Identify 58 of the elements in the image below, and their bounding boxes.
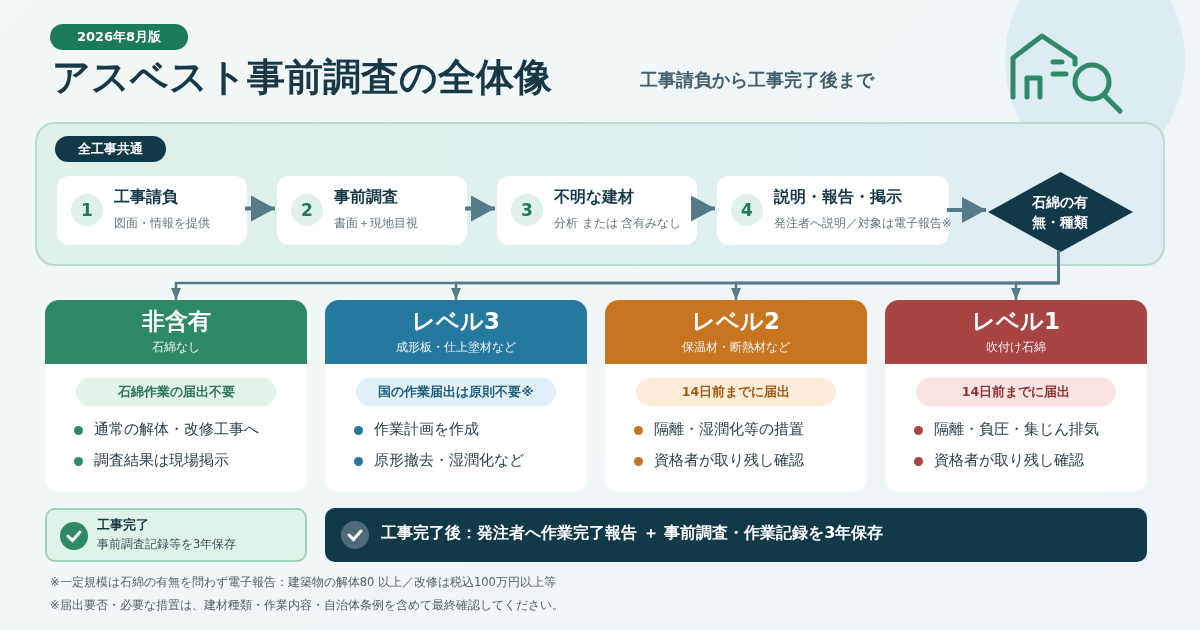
step-number: 3	[511, 194, 543, 226]
notice-pill: 石綿作業の届出不要	[76, 378, 276, 406]
arrow	[947, 197, 986, 223]
completion-box	[45, 508, 307, 562]
card-title: レベル1	[971, 307, 1061, 336]
footnote: ※一定規模は石綿の有無を問わず電子報告：建築物の解体80 以上／改修は税込100万円以上等	[50, 575, 556, 590]
step-title: 説明・報告・掲示	[774, 187, 902, 208]
notice-pill: 国の作業届出は原則不要※	[356, 378, 556, 406]
title: アスベスト事前調査の全体像	[52, 54, 552, 101]
bullet-text: 隔離・負圧・集じん排気	[934, 420, 1099, 439]
footnote: ※届出要否・必要な措置は、建材種類・作業内容・自治体条例を含めて最終確認してください。	[50, 598, 564, 613]
card-title: レベル3	[411, 307, 501, 336]
level-card	[605, 300, 867, 492]
banner-text: 工事完了後：発注者へ作業完了報告 ＋ 事前調査・作業記録を3年保存	[381, 523, 884, 544]
step-title: 不明な建材	[554, 187, 634, 208]
bullet-text: 通常の解体・改修工事へ	[94, 420, 259, 439]
step-box	[277, 176, 467, 245]
step-box	[57, 176, 247, 245]
completion-banner	[325, 508, 1147, 562]
decision-diamond	[988, 172, 1133, 252]
card-subtitle: 成形板・仕上塗材など	[395, 340, 517, 355]
step-box	[717, 176, 949, 245]
level-card	[325, 300, 587, 492]
bullet-text: 資格者が取り残し確認	[654, 451, 804, 470]
step-description: 図面・情報を提供	[114, 216, 210, 231]
step-description: 発注者へ説明／対象は電子報告※	[774, 216, 952, 231]
process-panel	[35, 122, 1165, 266]
notice-pill: 14日前までに届出	[636, 378, 836, 406]
bullet-text: 資格者が取り残し確認	[934, 451, 1084, 470]
version-badge: 2026年8月版	[50, 24, 188, 50]
card-subtitle: 吹付け石綿	[985, 340, 1047, 355]
level-card	[885, 300, 1147, 492]
step-title: 事前調査	[334, 187, 398, 208]
card-subtitle: 石綿なし	[151, 340, 201, 355]
bullet-text: 隔離・湿潤化等の措置	[654, 420, 804, 439]
bullet-text: 作業計画を作成	[374, 420, 479, 439]
group-tag: 全工事共通	[55, 136, 166, 162]
bullet-text: 調査結果は現場掲示	[94, 451, 229, 470]
level-card	[45, 300, 307, 492]
step-box	[497, 176, 697, 245]
step-number: 4	[731, 194, 763, 226]
step-number: 1	[71, 194, 103, 226]
step-description: 書面＋現地目視	[334, 216, 418, 231]
step-description: 分析 または 含有みなし	[554, 216, 682, 231]
subtitle: 工事請負から工事完了後まで	[640, 68, 874, 92]
notice-pill: 14日前までに届出	[916, 378, 1116, 406]
arrow	[465, 195, 495, 222]
card-subtitle: 保温材・断熱材など	[681, 340, 791, 355]
step-title: 工事請負	[114, 187, 178, 208]
step-number: 2	[291, 194, 323, 226]
card-title: レベル2	[691, 307, 781, 336]
box-description: 事前調査記録等を3年保存	[97, 537, 237, 552]
arrow	[245, 195, 275, 222]
bullet-text: 原形撤去・湿潤化など	[374, 451, 524, 470]
box-title: 工事完了	[97, 516, 149, 534]
arrow	[691, 195, 715, 222]
card-title: 非含有	[140, 307, 212, 336]
diamond-label: 石綿の有無・種類	[1031, 193, 1089, 232]
